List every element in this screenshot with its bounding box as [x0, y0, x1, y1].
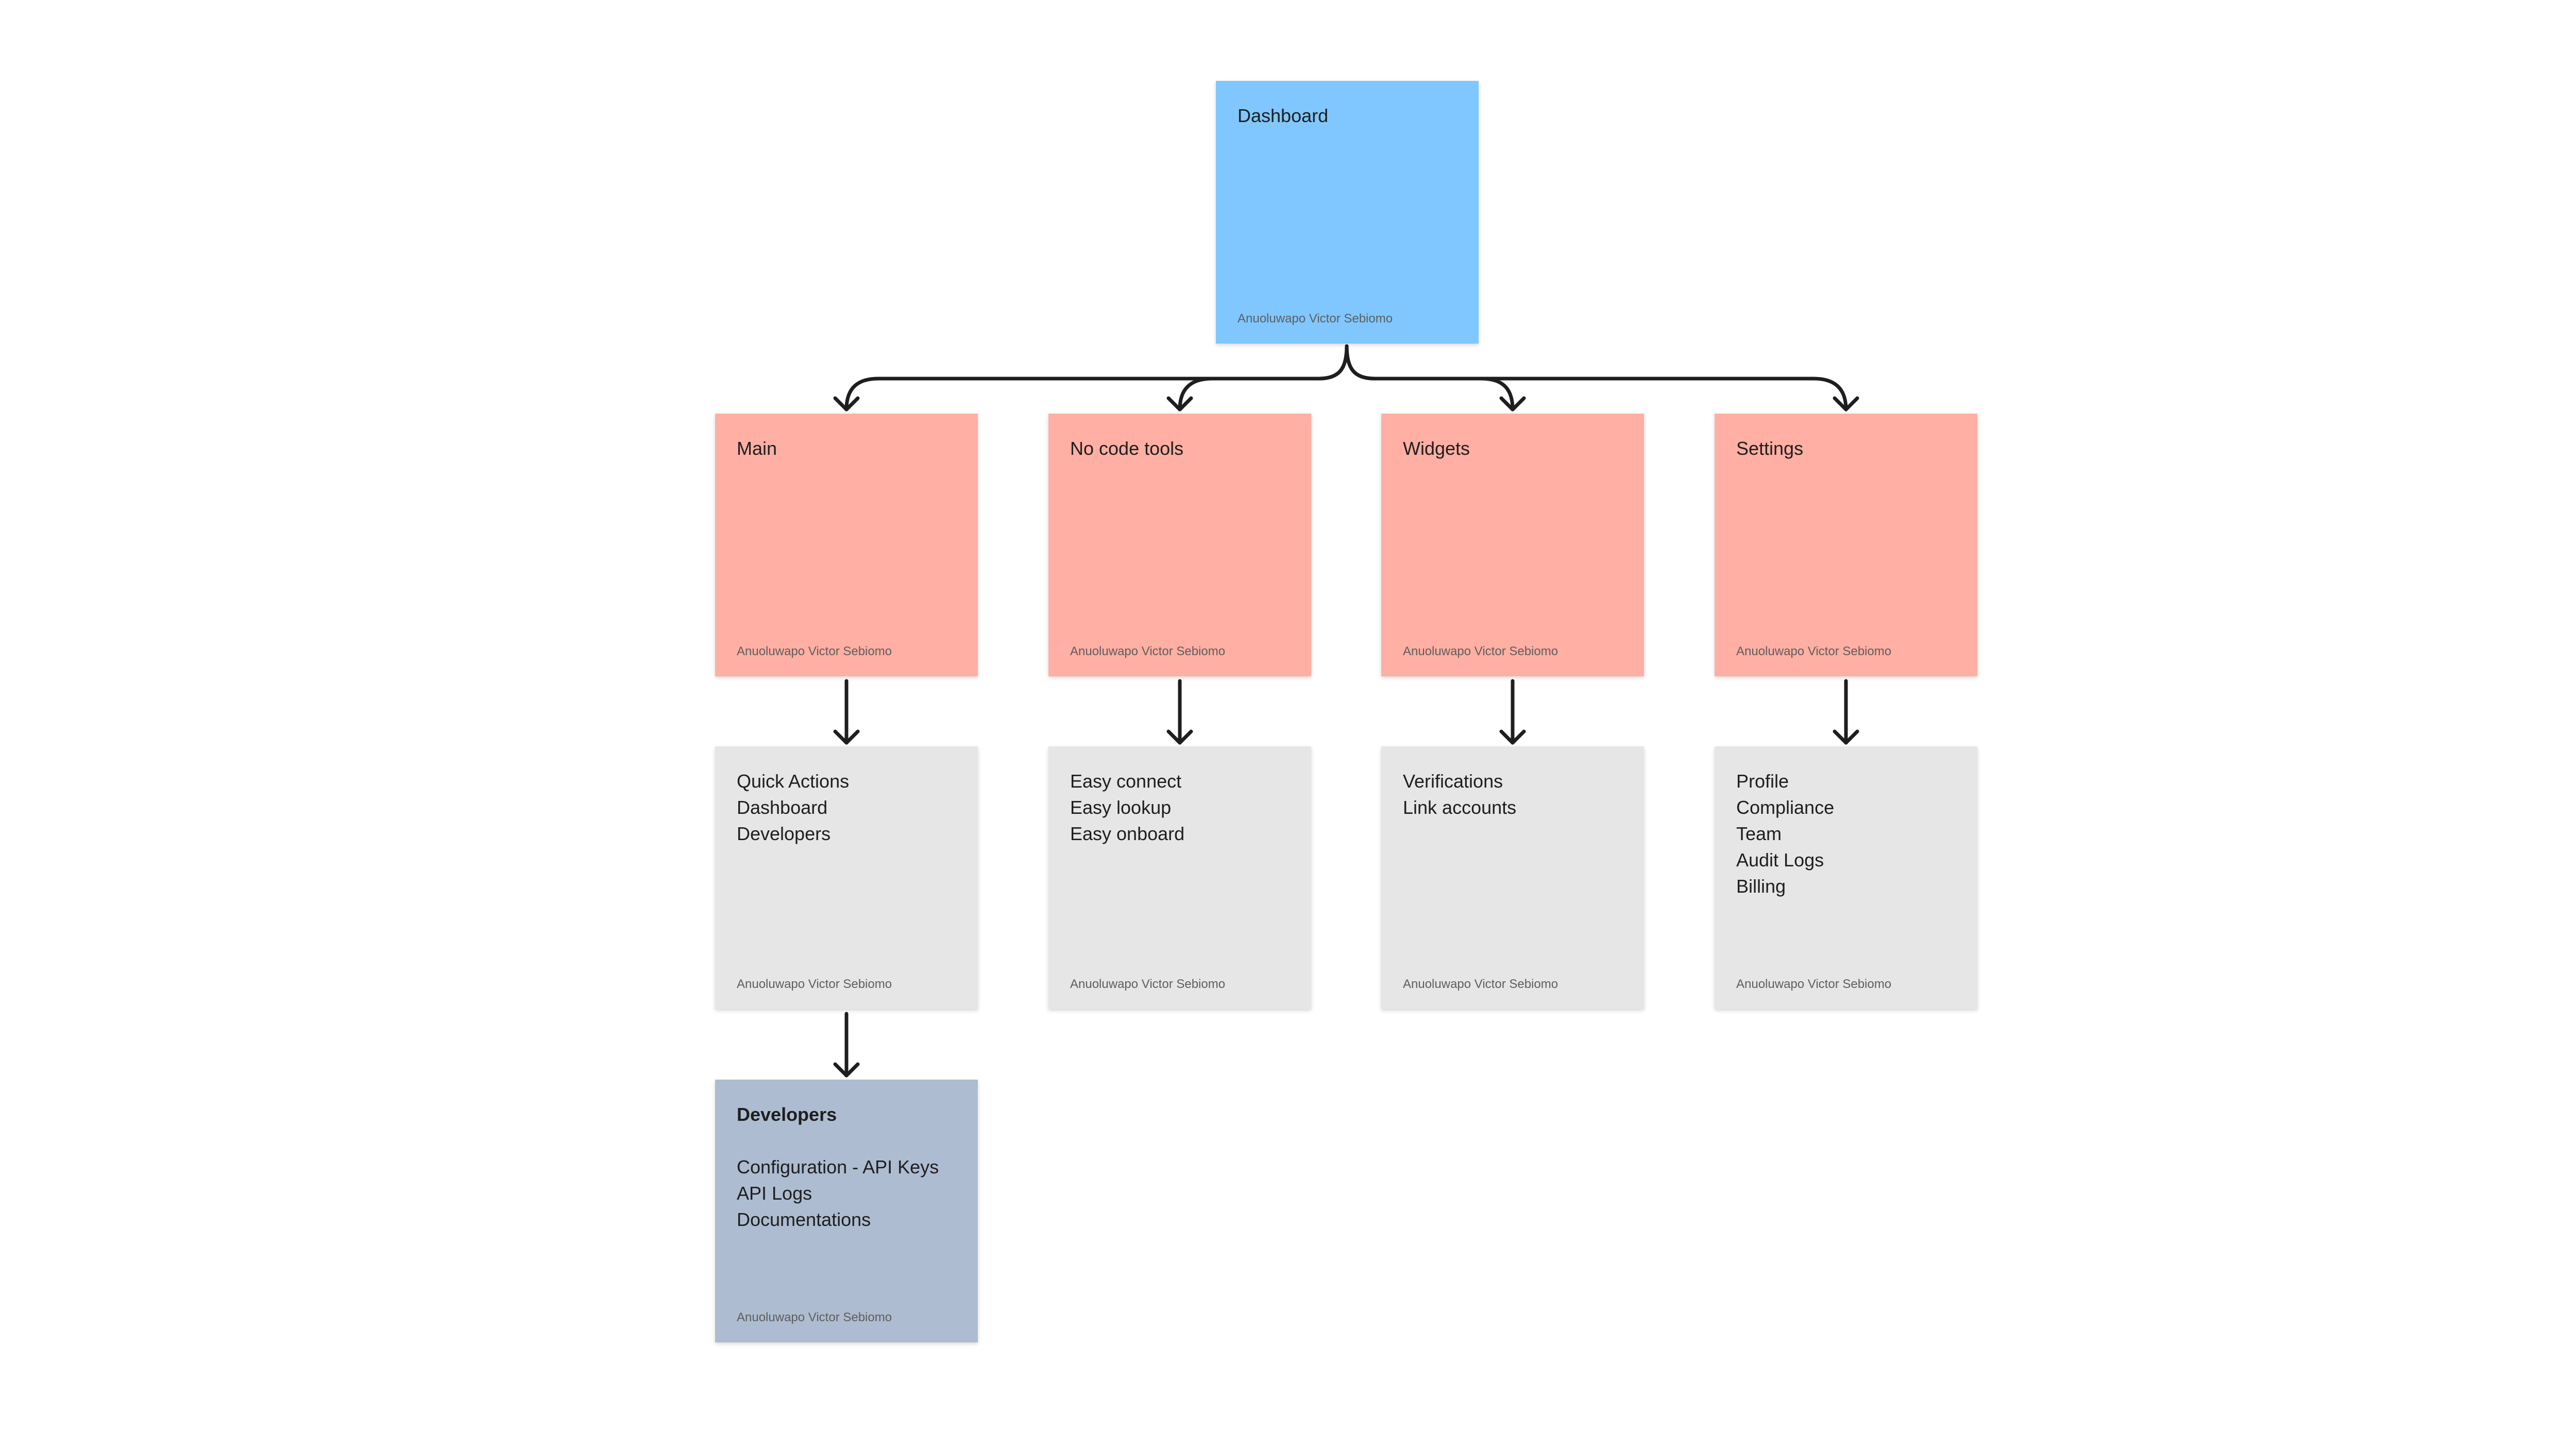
list-item: Verifications [1403, 771, 1503, 792]
list-item: Dashboard [737, 797, 828, 818]
sticky-settings[interactable]: Settings Anuoluwapo Victor Sebiomo [1715, 414, 1977, 676]
sticky-author: Anuoluwapo Victor Sebiomo [737, 977, 892, 991]
sticky-main[interactable]: Main Anuoluwapo Victor Sebiomo [715, 414, 978, 676]
sticky-main-detail[interactable]: Quick Actions Dashboard Developers Anuol… [715, 746, 978, 1009]
sticky-item-list: Verifications Link accounts [1403, 768, 1622, 821]
arrowhead-main-detail [833, 729, 860, 745]
sticky-title: Main [737, 438, 777, 459]
arrowhead-settings [1833, 396, 1859, 412]
sticky-author: Anuoluwapo Victor Sebiomo [1070, 644, 1226, 658]
arrowhead-main [833, 396, 860, 412]
list-item: Profile [1736, 771, 1789, 792]
sticky-author: Anuoluwapo Victor Sebiomo [1403, 644, 1558, 658]
sticky-developers[interactable]: Developers Configuration - API Keys API … [715, 1080, 978, 1342]
sticky-author: Anuoluwapo Victor Sebiomo [737, 644, 892, 658]
list-item: Compliance [1736, 797, 1835, 818]
sticky-author: Anuoluwapo Victor Sebiomo [1238, 312, 1393, 326]
sticky-author: Anuoluwapo Victor Sebiomo [737, 1310, 892, 1324]
list-item: Easy connect [1070, 771, 1182, 792]
sticky-author: Anuoluwapo Victor Sebiomo [1736, 977, 1892, 991]
sticky-widgets-detail[interactable]: Verifications Link accounts Anuoluwapo V… [1381, 746, 1644, 1009]
arrowhead-widgets-detail [1499, 729, 1526, 745]
sticky-item-list: Profile Compliance Team Audit Logs Billi… [1736, 768, 1956, 899]
sticky-title: Widgets [1403, 438, 1470, 459]
sticky-author: Anuoluwapo Victor Sebiomo [1070, 977, 1226, 991]
arrowhead-developers [833, 1062, 860, 1078]
sticky-item-list: Configuration - API Keys API Logs Docume… [737, 1154, 956, 1233]
sticky-title: No code tools [1070, 438, 1184, 459]
sticky-title: Developers [737, 1104, 837, 1125]
list-item: Documentations [737, 1209, 871, 1230]
sticky-settings-detail[interactable]: Profile Compliance Team Audit Logs Billi… [1715, 746, 1977, 1009]
sticky-no-code-tools[interactable]: No code tools Anuoluwapo Victor Sebiomo [1048, 414, 1311, 676]
list-item: Configuration - API Keys [737, 1156, 939, 1178]
sticky-title: Settings [1736, 438, 1804, 459]
list-item: Developers [737, 823, 831, 844]
list-item: Team [1736, 823, 1782, 844]
sticky-author: Anuoluwapo Victor Sebiomo [1736, 644, 1892, 658]
list-item: Easy onboard [1070, 823, 1185, 844]
list-item: Link accounts [1403, 797, 1517, 818]
sticky-widgets[interactable]: Widgets Anuoluwapo Victor Sebiomo [1381, 414, 1644, 676]
sticky-author: Anuoluwapo Victor Sebiomo [1403, 977, 1558, 991]
connector-root-to-settings [1345, 344, 1848, 412]
sticky-item-list: Easy connect Easy lookup Easy onboard [1070, 768, 1290, 847]
connector-root-to-no-code-tools [1178, 344, 1349, 412]
list-item: Billing [1736, 876, 1786, 897]
arrowhead-settings-detail [1833, 729, 1859, 745]
arrowhead-no-code-tools [1166, 396, 1193, 412]
sticky-title: Dashboard [1238, 105, 1329, 126]
list-item: Easy lookup [1070, 797, 1172, 818]
list-item: Audit Logs [1736, 849, 1824, 871]
list-item: API Logs [737, 1183, 812, 1204]
sticky-item-list: Quick Actions Dashboard Developers [737, 768, 956, 847]
arrowhead-no-code-tools-detail [1166, 729, 1193, 745]
sticky-no-code-tools-detail[interactable]: Easy connect Easy lookup Easy onboard An… [1048, 746, 1311, 1009]
list-item: Quick Actions [737, 771, 850, 792]
arrowhead-widgets [1499, 396, 1526, 412]
sticky-dashboard-root[interactable]: Dashboard Anuoluwapo Victor Sebiomo [1216, 81, 1479, 344]
